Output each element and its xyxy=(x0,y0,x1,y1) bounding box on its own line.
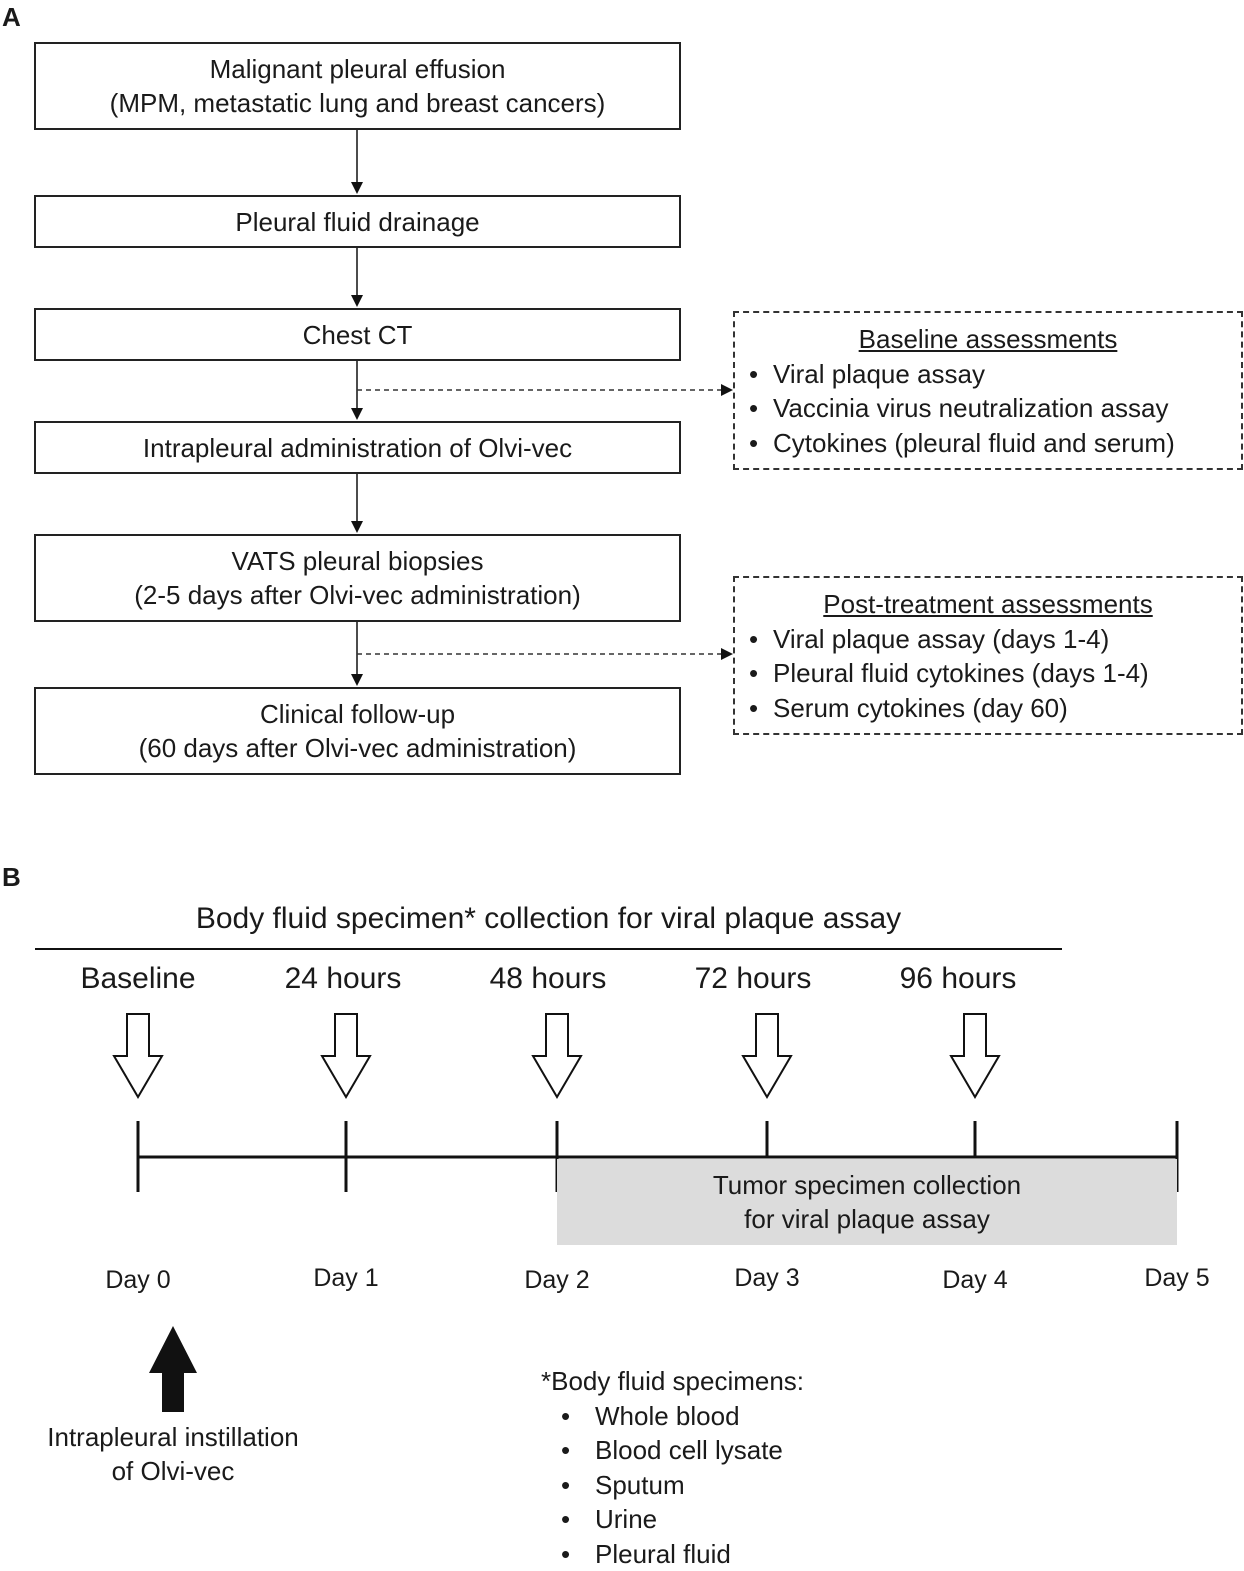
specimen-item: Urine xyxy=(561,1502,804,1537)
step-line2: (60 days after Olvi-vec administration) xyxy=(139,731,577,765)
day-label: Day 0 xyxy=(68,1266,208,1295)
timepoint-label: 24 hours xyxy=(233,962,453,996)
post-item: Viral plaque assay (days 1-4) xyxy=(749,622,1241,657)
step-line1: VATS pleural biopsies xyxy=(232,544,484,578)
post-treatment-assessments-box: Post-treatment assessments Viral plaque … xyxy=(733,576,1243,735)
day-label: Day 2 xyxy=(487,1266,627,1295)
body-fluid-specimens-list: *Body fluid specimens: Whole blood Blood… xyxy=(541,1364,804,1571)
instillation-label: Intrapleural instillation of Olvi-vec xyxy=(23,1420,323,1488)
step-intrapleural-admin: Intrapleural administration of Olvi-vec xyxy=(34,421,681,474)
tumor-line2: for viral plaque assay xyxy=(744,1202,990,1236)
instillation-line1: Intrapleural instillation xyxy=(23,1420,323,1454)
step-vats-biopsies: VATS pleural biopsies (2-5 days after Ol… xyxy=(34,534,681,622)
step-line1: Pleural fluid drainage xyxy=(235,205,479,239)
specimen-item: Pleural fluid xyxy=(561,1537,804,1571)
step-fluid-drainage: Pleural fluid drainage xyxy=(34,195,681,248)
step-chest-ct: Chest CT xyxy=(34,308,681,361)
specimens-title: *Body fluid specimens: xyxy=(541,1364,804,1399)
timepoint-label: Baseline xyxy=(28,962,248,996)
baseline-item: Viral plaque assay xyxy=(749,357,1241,392)
hollow-down-arrow-icon xyxy=(322,1014,370,1097)
day-label: Day 1 xyxy=(276,1264,416,1293)
post-item: Pleural fluid cytokines (days 1-4) xyxy=(749,656,1241,691)
baseline-item: Vaccinia virus neutralization assay xyxy=(749,391,1241,426)
baseline-item: Cytokines (pleural fluid and serum) xyxy=(749,426,1241,461)
step-line2: (MPM, metastatic lung and breast cancers… xyxy=(110,86,606,120)
step-malignant-effusion: Malignant pleural effusion (MPM, metasta… xyxy=(34,42,681,130)
hollow-down-arrow-icon xyxy=(114,1014,162,1097)
step-line1: Chest CT xyxy=(303,318,413,352)
step-line1: Intrapleural administration of Olvi-vec xyxy=(143,431,572,465)
timepoint-label: 48 hours xyxy=(438,962,658,996)
tumor-line1: Tumor specimen collection xyxy=(713,1168,1021,1202)
timepoint-label: 72 hours xyxy=(643,962,863,996)
timepoint-label: 96 hours xyxy=(848,962,1068,996)
panel-b-title: Body fluid specimen* collection for vira… xyxy=(35,902,1062,936)
baseline-assessments-title: Baseline assessments xyxy=(735,322,1241,357)
panel-b-label: B xyxy=(2,862,21,893)
post-item: Serum cytokines (day 60) xyxy=(749,691,1241,726)
day-label: Day 5 xyxy=(1107,1264,1244,1293)
step-line1: Clinical follow-up xyxy=(260,697,455,731)
specimen-item: Sputum xyxy=(561,1468,804,1503)
post-treatment-title: Post-treatment assessments xyxy=(735,587,1241,622)
step-line2: (2-5 days after Olvi-vec administration) xyxy=(134,578,580,612)
step-clinical-followup: Clinical follow-up (60 days after Olvi-v… xyxy=(34,687,681,775)
specimen-item: Whole blood xyxy=(561,1399,804,1434)
hollow-down-arrow-icon xyxy=(533,1014,581,1097)
baseline-assessments-box: Baseline assessments Viral plaque assay … xyxy=(733,311,1243,470)
tumor-collection-band: Tumor specimen collection for viral plaq… xyxy=(557,1159,1177,1245)
instillation-line2: of Olvi-vec xyxy=(23,1454,323,1488)
day-label: Day 4 xyxy=(905,1266,1045,1295)
specimen-item: Blood cell lysate xyxy=(561,1433,804,1468)
hollow-down-arrow-icon xyxy=(951,1014,999,1097)
step-line1: Malignant pleural effusion xyxy=(210,52,506,86)
day-label: Day 3 xyxy=(697,1264,837,1293)
solid-up-arrow-icon xyxy=(149,1326,197,1412)
hollow-down-arrow-icon xyxy=(743,1014,791,1097)
